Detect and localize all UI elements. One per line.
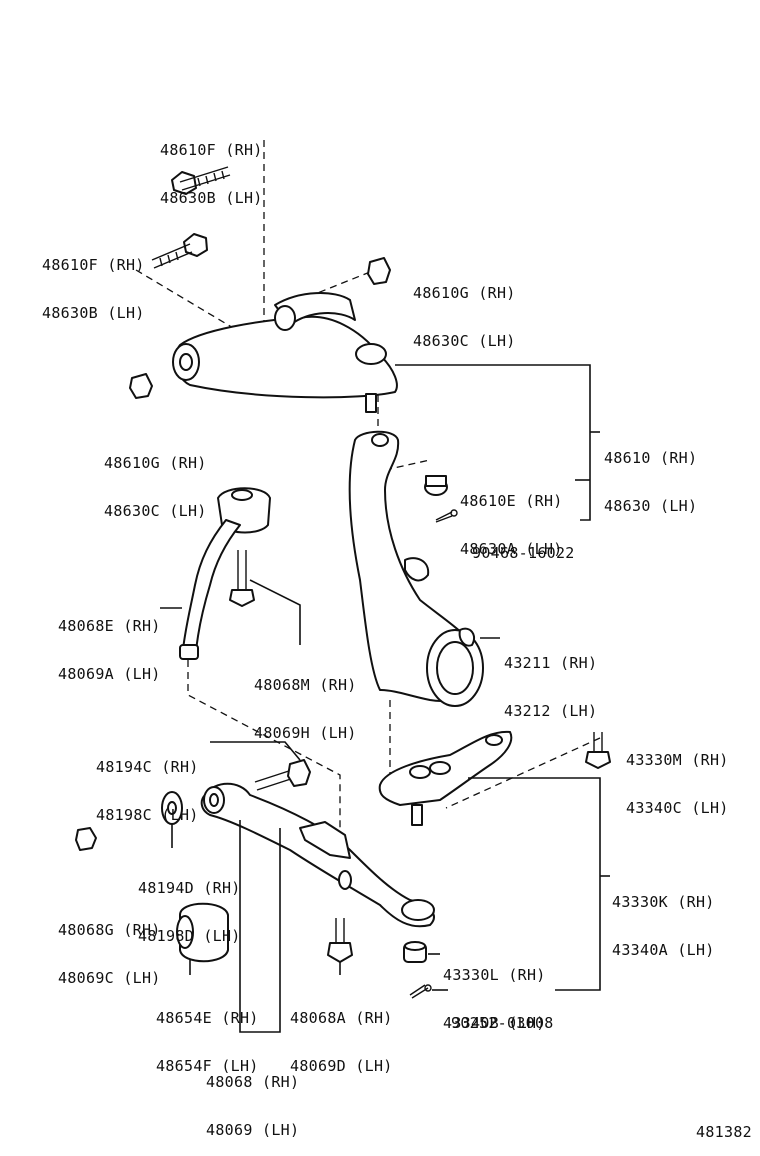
part-number-lh: 48069C (LH) <box>58 969 161 987</box>
strut-rod-label: 48068E (RH) 48069A (LH) <box>58 586 161 698</box>
cotter-pin-lower-shape <box>409 984 432 999</box>
part-number-rh: 43211 (RH) <box>504 654 598 672</box>
part-number-lh: 48630B (LH) <box>160 189 263 207</box>
diagram-drawing <box>75 140 611 1033</box>
part-number-lh: 43340C (LH) <box>626 799 729 817</box>
bolt-upper-a-label: 48610F (RH) 48630B (LH) <box>160 110 263 222</box>
parts-diagram: 48610F (RH) 48630B (LH) 48610F (RH) 4863… <box>42 110 752 1140</box>
part-number-rh: 48068 (RH) <box>206 1073 300 1091</box>
part-number-rh: 48068G (RH) <box>58 921 161 939</box>
lower-arm-label: 48068 (RH) 48069 (LH) <box>206 1042 299 1154</box>
ball-joint-nut-label: 43330L (RH) 43340B (LH) <box>443 935 546 1047</box>
lower-nut-label: 48068G (RH) 48069C (LH) <box>58 890 161 1002</box>
part-number-lh: 48654F (LH) <box>156 1057 259 1075</box>
cotter-pin-lower-label: 90252-03008 <box>451 983 554 1047</box>
castle-nut-label: 48610E (RH) 48630A (LH) <box>460 461 563 573</box>
bushing-label: 48654E (RH) 48654F (LH) <box>156 978 259 1090</box>
part-number-lh: 48630A (LH) <box>460 540 563 558</box>
strut-bolt-label: 48068M (RH) 48069H (LH) <box>254 645 357 757</box>
part-number-lh: 48630C (LH) <box>413 332 516 350</box>
bolt-upper-b-label: 48610F (RH) 48630B (LH) <box>42 225 145 337</box>
cotter-pin-upper-label: 90468-16022 <box>472 513 575 577</box>
part-number-lh: 48198C (LH) <box>96 806 199 824</box>
part-number-rh: 43330L (RH) <box>443 966 546 984</box>
upper-arm-label: 48610 (RH) 48630 (LH) <box>604 418 697 530</box>
part-number-rh: 48068M (RH) <box>254 676 357 694</box>
part-number-lh: 48069H (LH) <box>254 724 357 742</box>
part-number: 90252-03008 <box>451 1014 554 1032</box>
part-number-lh: 48069D (LH) <box>290 1057 393 1075</box>
part-number-lh: 48069 (LH) <box>206 1121 300 1139</box>
part-number-rh: 43330M (RH) <box>626 751 729 769</box>
nut-upper-left-label: 48610G (RH) 48630C (LH) <box>104 423 207 535</box>
ball-joint-shape <box>378 730 513 826</box>
ball-joint-nut-shape <box>403 941 427 963</box>
part-number-rh: 48610F (RH) <box>160 141 263 159</box>
knuckle-label: 43211 (RH) 43212 (LH) <box>504 623 597 735</box>
diagram-id-text: 481382 <box>696 1123 752 1141</box>
lower-arm-shape <box>200 782 435 928</box>
part-number-rh: 48610F (RH) <box>42 256 145 274</box>
part-number-lh: 43340A (LH) <box>612 941 715 959</box>
knuckle-shape <box>348 430 484 707</box>
nut-upper-right-label: 48610G (RH) 48630C (LH) <box>413 253 516 365</box>
part-number-rh: 48654E (RH) <box>156 1009 259 1027</box>
castle-nut-shape <box>424 475 448 496</box>
part-number-rh: 48194D (RH) <box>138 879 241 897</box>
nut-upper-left-shape <box>129 373 153 399</box>
part-number-rh: 48610G (RH) <box>413 284 516 302</box>
part-number-lh: 48630 (LH) <box>604 497 698 515</box>
part-number-lh: 48069A (LH) <box>58 665 161 683</box>
lower-bolt-shape <box>327 918 353 963</box>
ball-joint-label: 43330K (RH) 43340A (LH) <box>612 862 715 974</box>
part-number: 90468-16022 <box>472 544 575 562</box>
nut-upper-right-shape <box>367 257 391 285</box>
bolt-upper-b-shape <box>151 233 208 269</box>
part-number-lh: 48630B (LH) <box>42 304 145 322</box>
part-number-rh: 48610 (RH) <box>604 449 698 467</box>
lower-nut-shape <box>75 827 97 851</box>
cam-bolt-label: 48194C (RH) 48198C (LH) <box>96 727 199 839</box>
bolt-upper-a-shape <box>171 166 231 195</box>
ball-joint-bolt-label: 43330M (RH) 43340C (LH) <box>626 720 729 832</box>
part-number-lh: 48630C (LH) <box>104 502 207 520</box>
cotter-pin-upper-shape <box>435 509 458 523</box>
part-number-lh: 43212 (LH) <box>504 702 598 720</box>
strut-rod-shape <box>179 487 271 660</box>
part-number-rh: 48194C (RH) <box>96 758 199 776</box>
part-number-rh: 48068A (RH) <box>290 1009 393 1027</box>
part-number-rh: 43330K (RH) <box>612 893 715 911</box>
diagram-id: 481382 <box>696 1092 752 1156</box>
part-number-lh: 48198D (LH) <box>138 927 241 945</box>
part-number-rh: 48610E (RH) <box>460 492 563 510</box>
cam-bolt-shape <box>254 759 311 791</box>
bushing-shape <box>176 902 229 963</box>
part-number-lh: 43340B (LH) <box>443 1014 546 1032</box>
part-number-rh: 48068E (RH) <box>58 617 161 635</box>
strut-bolt-shape <box>229 550 255 607</box>
ball-joint-bolt-shape <box>585 732 611 769</box>
upper-arm-shape <box>172 292 398 413</box>
lower-bolt-label: 48068A (RH) 48069D (LH) <box>290 978 393 1090</box>
cam-plate-label: 48194D (RH) 48198D (LH) <box>138 848 241 960</box>
part-number-rh: 48610G (RH) <box>104 454 207 472</box>
